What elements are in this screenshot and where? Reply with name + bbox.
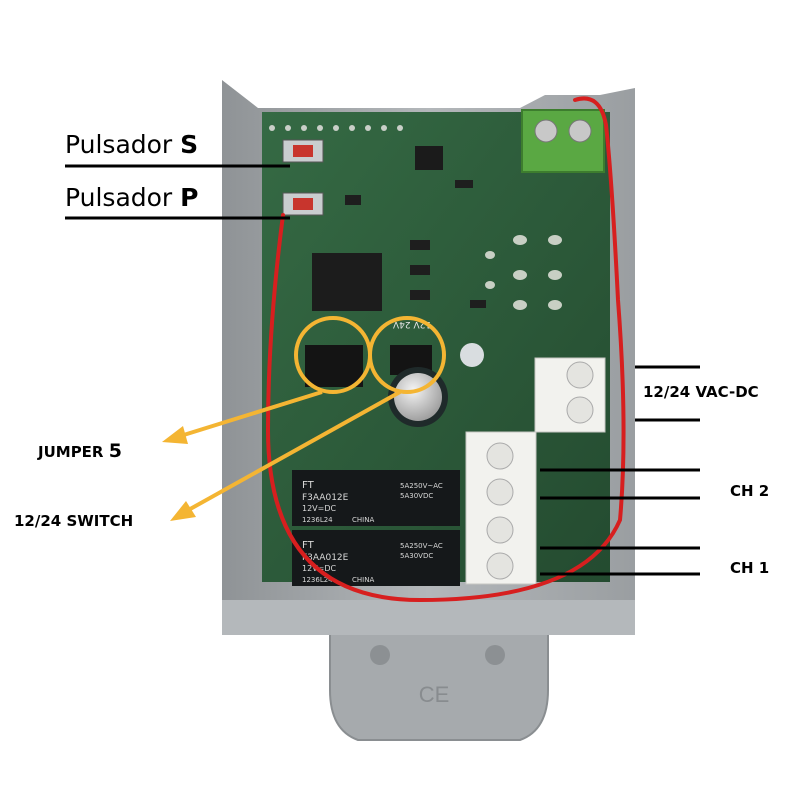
label-jumper-key: 5: [108, 440, 122, 462]
label-ch1: CH 1: [730, 559, 770, 577]
terminal-block-channels: [465, 431, 537, 585]
leader-lines: [65, 164, 700, 576]
relay-2-origin: CHINA: [352, 576, 374, 584]
label-pulsador-s-key: S: [180, 130, 199, 159]
relay-1-model: F3AA012E: [302, 493, 349, 503]
switch-arrow-head: [170, 501, 196, 521]
power-terminal-green: [521, 109, 605, 173]
red-wire: [265, 96, 626, 603]
push-button-s: [282, 139, 324, 163]
relay-1-rating-ac: 5A250V~AC: [400, 482, 443, 490]
label-jumper: JUMPER 5: [38, 440, 122, 462]
relay-2: FT F3AA012E 12V=DC 1236L24 5A250V~AC 5A3…: [292, 530, 460, 586]
relay-2-code: 1236L24: [302, 576, 333, 584]
label-switch: 12/24 SWITCH: [14, 512, 134, 530]
jumper-block: [305, 345, 363, 387]
switch-highlight-circle: [368, 316, 446, 394]
jumper-silkscreen: 12V 24V: [392, 319, 431, 329]
relay-1: FT F3AA012E 12V=DC 1236L24 5A250V~AC 5A3…: [292, 470, 460, 526]
ce-mark: CE: [419, 682, 450, 707]
label-power: 12/24 VAC-DC: [643, 383, 759, 401]
relay-2-model: F3AA012E: [302, 553, 349, 563]
label-pulsador-p-prefix: Pulsador: [65, 183, 181, 212]
jumper-arrow-head: [162, 426, 188, 444]
switch-arrow-line: [182, 390, 401, 515]
push-button-p: [282, 192, 324, 216]
relay-1-voltage: 12V=DC: [302, 504, 337, 513]
annotations: [173, 316, 446, 515]
relay-1-brand: FT: [302, 480, 315, 491]
label-jumper-prefix: JUMPER: [38, 443, 109, 461]
relay-2-rating-dc: 5A30VDC: [400, 552, 433, 560]
label-ch2: CH 2: [730, 482, 770, 500]
relay-2-rating-ac: 5A250V~AC: [400, 542, 443, 550]
relay-1-rating-dc: 5A30VDC: [400, 492, 433, 500]
jumper-arrow-line: [173, 390, 323, 440]
label-pulsador-p: Pulsador P: [65, 183, 199, 212]
relay-1-code: 1236L24: [302, 516, 333, 524]
label-pulsador-s: Pulsador S: [65, 130, 198, 159]
label-pulsador-s-prefix: Pulsador: [65, 130, 181, 159]
terminal-block-power: [534, 357, 606, 433]
relay-2-brand: FT: [302, 540, 315, 551]
label-pulsador-p-key: P: [180, 183, 199, 212]
relay-1-origin: CHINA: [352, 516, 374, 524]
